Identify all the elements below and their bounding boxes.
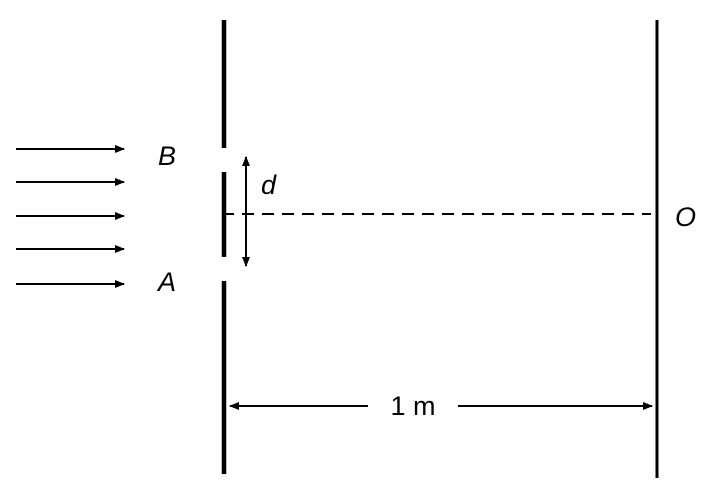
slit-a-label: A	[156, 267, 176, 297]
screen-point-o-label: O	[675, 202, 696, 232]
incident-light-rays	[16, 145, 125, 288]
slit-b-label: B	[158, 141, 176, 171]
separation-d-label: d	[261, 170, 277, 200]
distance-label: 1 m	[390, 391, 435, 421]
